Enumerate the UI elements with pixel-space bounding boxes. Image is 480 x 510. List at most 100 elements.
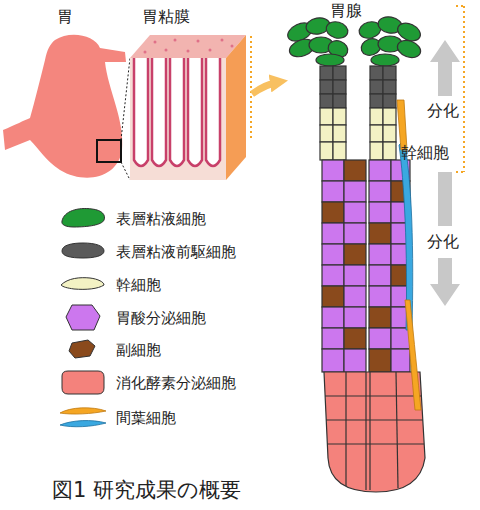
figure-caption: 図1 研究成果の概要 — [52, 477, 241, 503]
stomach-illustration-part — [121, 162, 130, 180]
gastric-gland-part-part — [344, 286, 366, 307]
stomach-illustration-part — [97, 140, 121, 162]
gastric-gland-part-part — [322, 328, 344, 349]
gastric-gland-part-part — [370, 80, 383, 94]
gastric-gland-part-part — [333, 108, 346, 125]
legend-text: 消化酵素分泌細胞 — [116, 373, 236, 393]
differentiation-arrows-part — [430, 258, 460, 306]
gastric-gland-part-part — [344, 223, 366, 244]
stomach-illustration-part — [121, 58, 130, 140]
legend-row: 消化酵素分泌細胞 — [58, 367, 236, 399]
gastric-gland-part-part — [383, 108, 396, 125]
mucosa-block-part-part — [144, 51, 147, 54]
node-label: 胃 — [57, 7, 73, 27]
bracket-part — [456, 5, 464, 7]
flow-arrow — [252, 82, 279, 94]
gastric-gland-part-part — [344, 307, 366, 328]
gastric-gland-part-part — [333, 66, 346, 80]
gastric-gland-part-part — [320, 108, 333, 125]
gastric-gland-part-part — [325, 395, 422, 396]
differentiation-arrows — [430, 40, 460, 306]
gastric-gland-part-part — [370, 108, 383, 125]
legend-swatch — [58, 302, 108, 334]
mucosa-node: 胃粘膜 — [128, 5, 252, 183]
gastric-gland-part-part — [320, 125, 333, 142]
legend-text: 表層粘液前駆細胞 — [116, 242, 236, 262]
mucosa-block-part — [144, 39, 234, 54]
gastric-gland-part-part — [383, 94, 396, 108]
stomach-illustration-part — [3, 35, 126, 178]
gastric-gland-part-part — [344, 244, 366, 265]
gastric-gland-part-part — [333, 80, 346, 94]
mucosa-block-part-part — [187, 50, 190, 53]
legend-swatch — [61, 278, 104, 290]
mucosa-block-part-part — [231, 45, 234, 48]
legend-swatch — [58, 203, 108, 235]
gastric-gland-part-part — [369, 181, 391, 202]
gastric-gland-part-part — [322, 160, 344, 181]
gastric-gland-part-part — [369, 307, 391, 328]
mucosa-block-part — [226, 35, 246, 180]
gastric-gland-part-part — [322, 286, 344, 307]
legend-swatch — [58, 236, 108, 268]
gastric-gland-part-part — [370, 94, 383, 108]
gastric-gland-part — [397, 100, 407, 150]
gastric-gland-part — [320, 108, 396, 160]
gastric-gland-part-part — [324, 19, 349, 40]
gastric-gland-part-part — [371, 54, 399, 66]
stomach-node: 胃 — [0, 5, 128, 185]
gastric-gland-part-part — [326, 419, 423, 420]
gastric-gland-part-part — [344, 181, 366, 202]
mucosa-block-part-part — [152, 58, 166, 166]
gastric-gland-part-part — [344, 328, 366, 349]
legend-swatch — [58, 269, 108, 301]
gastric-gland-part-part — [391, 328, 410, 349]
stomach-illustration — [3, 35, 130, 180]
gastric-gland-part-part — [369, 202, 391, 223]
legend-row: 幹細胞 — [58, 269, 161, 301]
mucosa-block-part-part — [188, 58, 202, 166]
gastric-gland-part-part — [320, 66, 333, 80]
gastric-gland-part-part — [344, 349, 366, 372]
gastric-gland-part — [322, 160, 410, 372]
mucosa-block-part-part — [134, 58, 148, 166]
legend-row: 表層粘液細胞 — [58, 203, 206, 235]
bracket-part — [463, 6, 465, 172]
gastric-gland-part-part — [333, 142, 346, 160]
legend-row: 間葉細胞 — [58, 402, 176, 434]
gastric-gland-part-part — [369, 328, 391, 349]
gastric-gland-part-part — [344, 202, 366, 223]
mucosa-block-part — [250, 36, 252, 140]
gastric-gland-part-part — [370, 66, 383, 80]
gastric-gland-part-part — [383, 125, 396, 142]
gastric-gland-part-part — [333, 125, 346, 142]
gastric-gland-part-part — [320, 94, 333, 108]
gastric-gland-part-part — [369, 372, 370, 490]
gastric-gland-part-part — [369, 223, 391, 244]
gastric-gland-part-part — [395, 37, 423, 60]
gastric-gland-part-part — [320, 80, 333, 94]
gastric-gland-part-part — [369, 349, 391, 372]
process-label: 分化 — [427, 101, 459, 121]
gastric-gland-part-part — [344, 265, 366, 286]
gastric-gland-part-part — [370, 142, 383, 160]
bracket — [456, 6, 464, 172]
legend-swatch — [62, 243, 104, 258]
gastric-gland-part-part — [369, 244, 391, 265]
gastric-gland-part-part — [320, 142, 333, 160]
gastric-gland-part-part — [383, 142, 396, 160]
node-label: 胃腺 — [330, 1, 362, 21]
mucosa-block-part-part — [221, 39, 224, 42]
legend-text: 幹細胞 — [116, 275, 161, 295]
gastric-gland-part-part — [369, 286, 391, 307]
gastric-gland-part — [324, 372, 425, 492]
mucosa-block-part — [134, 58, 220, 166]
cell-label: 幹細胞 — [401, 143, 449, 163]
gastric-gland-part-part — [391, 349, 410, 372]
gastric-gland-part-part — [322, 223, 344, 244]
differentiation-arrows-part — [430, 40, 460, 96]
mucosa-block-part — [130, 58, 226, 180]
legend-text: 表層粘液細胞 — [116, 209, 206, 229]
gastric-gland-part-part — [322, 244, 344, 265]
legend-swatch — [69, 340, 95, 358]
